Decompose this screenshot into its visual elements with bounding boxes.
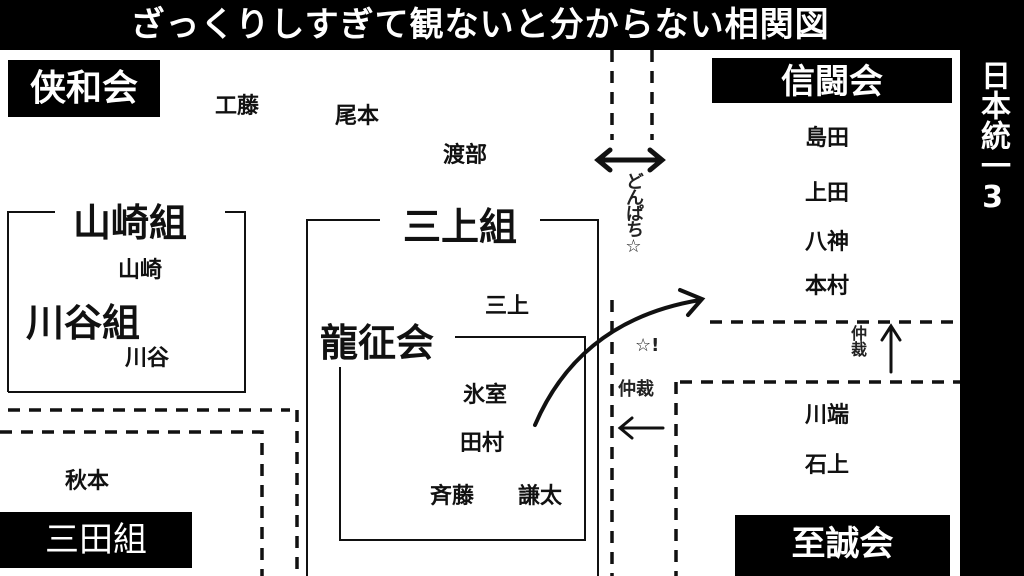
- person-ueda: 上田: [805, 181, 850, 206]
- person-akimoto: 秋本: [65, 469, 110, 494]
- up-arrow: [880, 323, 902, 374]
- person-kenta: 謙太: [518, 484, 563, 509]
- person-omoto: 尾本: [335, 104, 380, 129]
- person-kawatani: 川谷: [125, 346, 170, 371]
- faction-kyowa: 侠和会: [8, 60, 160, 117]
- attack-arrow: [533, 288, 706, 427]
- annotation-chusai-left: 仲裁: [618, 379, 654, 400]
- person-yamazaki: 山崎: [118, 258, 163, 283]
- side-label: 日本統一3: [975, 60, 1010, 215]
- person-motomura: 本村: [805, 274, 850, 299]
- annotation-donpachi: どんぱち☆: [623, 172, 644, 255]
- faction-shinto: 信闘会: [712, 58, 952, 103]
- double-arrow: [594, 147, 666, 173]
- person-kudo: 工藤: [215, 94, 260, 119]
- page-title: ざっくりしすぎて観ないと分からない相関図: [0, 0, 960, 50]
- annotation-bang: ☆!: [635, 335, 660, 356]
- person-ishigami: 石上: [805, 453, 850, 478]
- faction-shisei: 至誠会: [735, 515, 950, 576]
- left-arrow: [617, 416, 665, 440]
- mikami-box: [306, 219, 599, 576]
- faction-yamazaki: 山崎組: [65, 192, 196, 247]
- faction-kawatani: 川谷組: [26, 300, 141, 345]
- faction-ryusei: 龍征会: [312, 312, 443, 367]
- person-kawabata: 川端: [805, 403, 850, 428]
- person-saito: 斉藤: [430, 484, 475, 509]
- ryusei-box: [339, 336, 586, 541]
- dashed-borders: [0, 50, 960, 576]
- faction-mikami: 三上組: [395, 196, 526, 251]
- person-tamura: 田村: [460, 431, 505, 456]
- person-yagami: 八神: [805, 230, 850, 255]
- faction-sanda: 三田組: [0, 512, 192, 568]
- person-watabe: 渡部: [443, 143, 488, 168]
- person-mikami: 三上: [485, 294, 530, 319]
- annotation-chusai-right: 仲裁: [848, 325, 867, 357]
- person-himuro: 氷室: [463, 383, 508, 408]
- side-bar: [960, 0, 1024, 576]
- person-shimada: 島田: [805, 126, 850, 151]
- yamazaki-box: [7, 211, 246, 393]
